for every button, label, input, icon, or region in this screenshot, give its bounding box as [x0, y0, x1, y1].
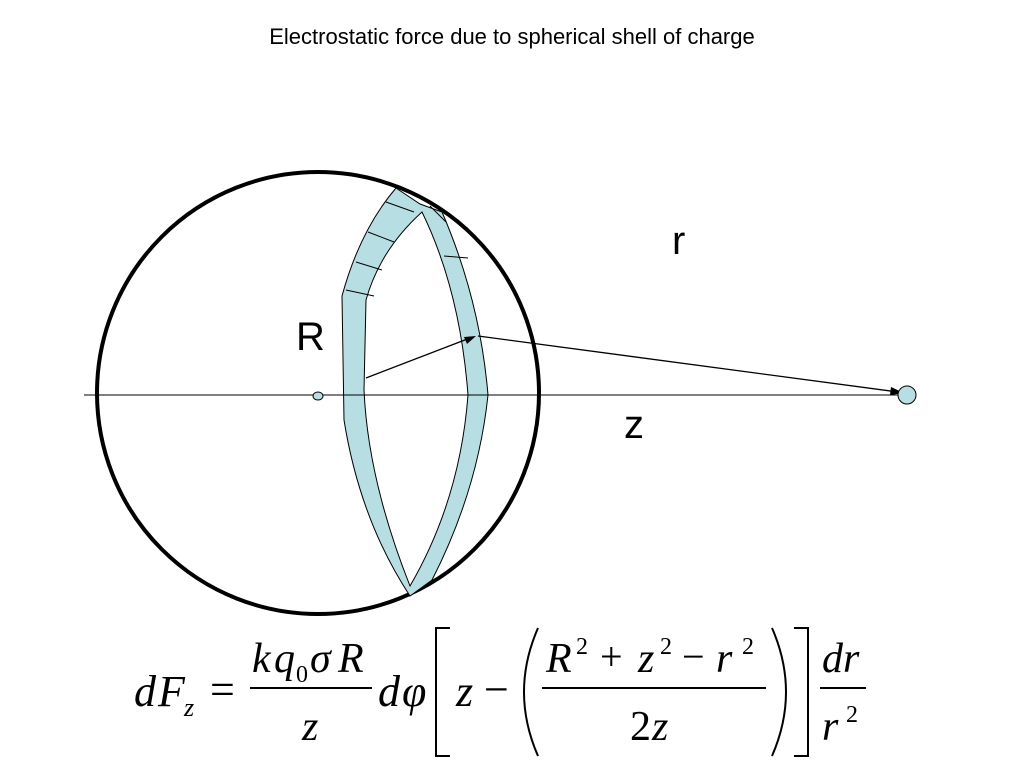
- eq-dphi-d: d: [378, 667, 401, 716]
- eq-bracket-z: z: [455, 667, 473, 716]
- eq-lhs-d: d: [134, 667, 157, 716]
- sphere-center-point: [312, 391, 324, 401]
- r-vector: [477, 335, 899, 393]
- eq-inner-r-exp: 2: [742, 634, 754, 660]
- eq-dr-den-r: r: [822, 704, 839, 750]
- eq-dr-num: dr: [822, 636, 860, 682]
- eq-lhs-F: F: [157, 667, 186, 716]
- ring-segment-lines: [342, 201, 488, 396]
- sphere-shell: [95, 170, 541, 616]
- charged-ring: [341, 187, 489, 597]
- eq-right-paren: [771, 627, 787, 757]
- radius-vector: [365, 337, 471, 379]
- eq-inner-den-z: z: [651, 704, 668, 750]
- eq-dr-den-exp: 2: [846, 702, 858, 728]
- eq-inner-R-exp: 2: [576, 634, 588, 660]
- eq-minus2: −: [682, 634, 705, 679]
- eq-inner-z-exp: 2: [660, 634, 672, 660]
- eq-equals: =: [210, 665, 235, 714]
- eq-inner-R: R: [545, 636, 572, 682]
- eq-left-bracket: [435, 627, 450, 757]
- eq-inner-z: z: [637, 636, 654, 682]
- eq-left-paren: [523, 627, 539, 757]
- eq-coef-k: k: [252, 636, 272, 682]
- force-equation: d F z = k q 0 σ R z d φ z − R 2 + z 2 − …: [134, 627, 866, 757]
- radius-arrowhead: [464, 336, 476, 344]
- eq-inner-den-2: 2: [630, 704, 651, 750]
- eq-lhs-sub: z: [183, 693, 194, 722]
- eq-dphi-phi: φ: [402, 667, 426, 716]
- label-R: R: [296, 315, 325, 359]
- eq-coef-sigma: σ: [310, 636, 333, 682]
- label-r: r: [672, 219, 685, 263]
- test-charge: [897, 385, 917, 405]
- eq-coef-R: R: [337, 636, 364, 682]
- eq-minus1: −: [484, 665, 509, 714]
- eq-coef-q: q: [274, 636, 295, 682]
- slide-title: Electrostatic force due to spherical she…: [269, 24, 755, 49]
- eq-coef-den: z: [301, 704, 318, 750]
- eq-inner-r: r: [716, 636, 733, 682]
- eq-plus: +: [600, 634, 623, 679]
- eq-right-bracket: [794, 627, 809, 757]
- label-z: z: [624, 403, 644, 447]
- eq-coef-q-sub: 0: [296, 662, 308, 688]
